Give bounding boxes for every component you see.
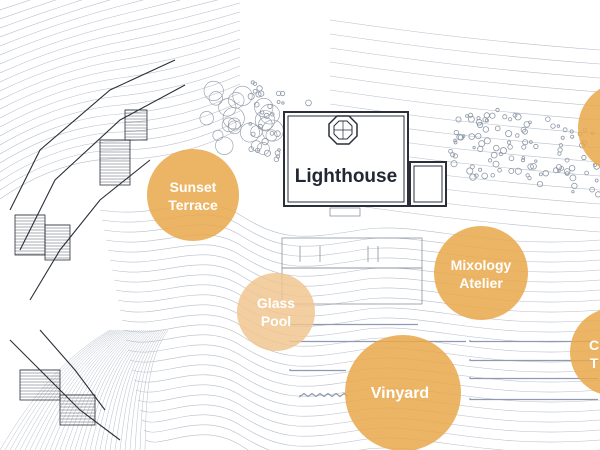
poi-label-line: Mixology: [451, 257, 512, 273]
poi-sunset-terrace[interactable]: Sunset Terrace: [147, 149, 239, 241]
lighthouse-label: Lighthouse: [295, 166, 397, 187]
poi-glass-pool[interactable]: Glass Pool: [237, 273, 315, 351]
poi-partial-right-lower[interactable]: C T: [570, 308, 600, 396]
poi-label-line: Vinyard: [371, 385, 429, 402]
poi-label-line: T: [590, 355, 599, 371]
poi-partial-right-upper[interactable]: [578, 82, 600, 174]
poi-label-line: Terrace: [168, 197, 218, 213]
poi-vinyard[interactable]: Vinyard: [345, 335, 461, 450]
poi-label-line: Pool: [261, 313, 291, 329]
poi-mixology-atelier[interactable]: Mixology Atelier: [434, 226, 528, 320]
pool-deck: [281, 207, 423, 305]
lighthouse-building[interactable]: Lighthouse: [283, 111, 447, 207]
cliff-staircases: [9, 59, 186, 441]
poi-label-line: C: [589, 337, 599, 353]
poi-label-line: Atelier: [459, 275, 503, 291]
octagon-skylight-icon: [328, 115, 358, 145]
poi-label-line: Glass: [257, 295, 295, 311]
poi-label-line: Sunset: [170, 179, 217, 195]
